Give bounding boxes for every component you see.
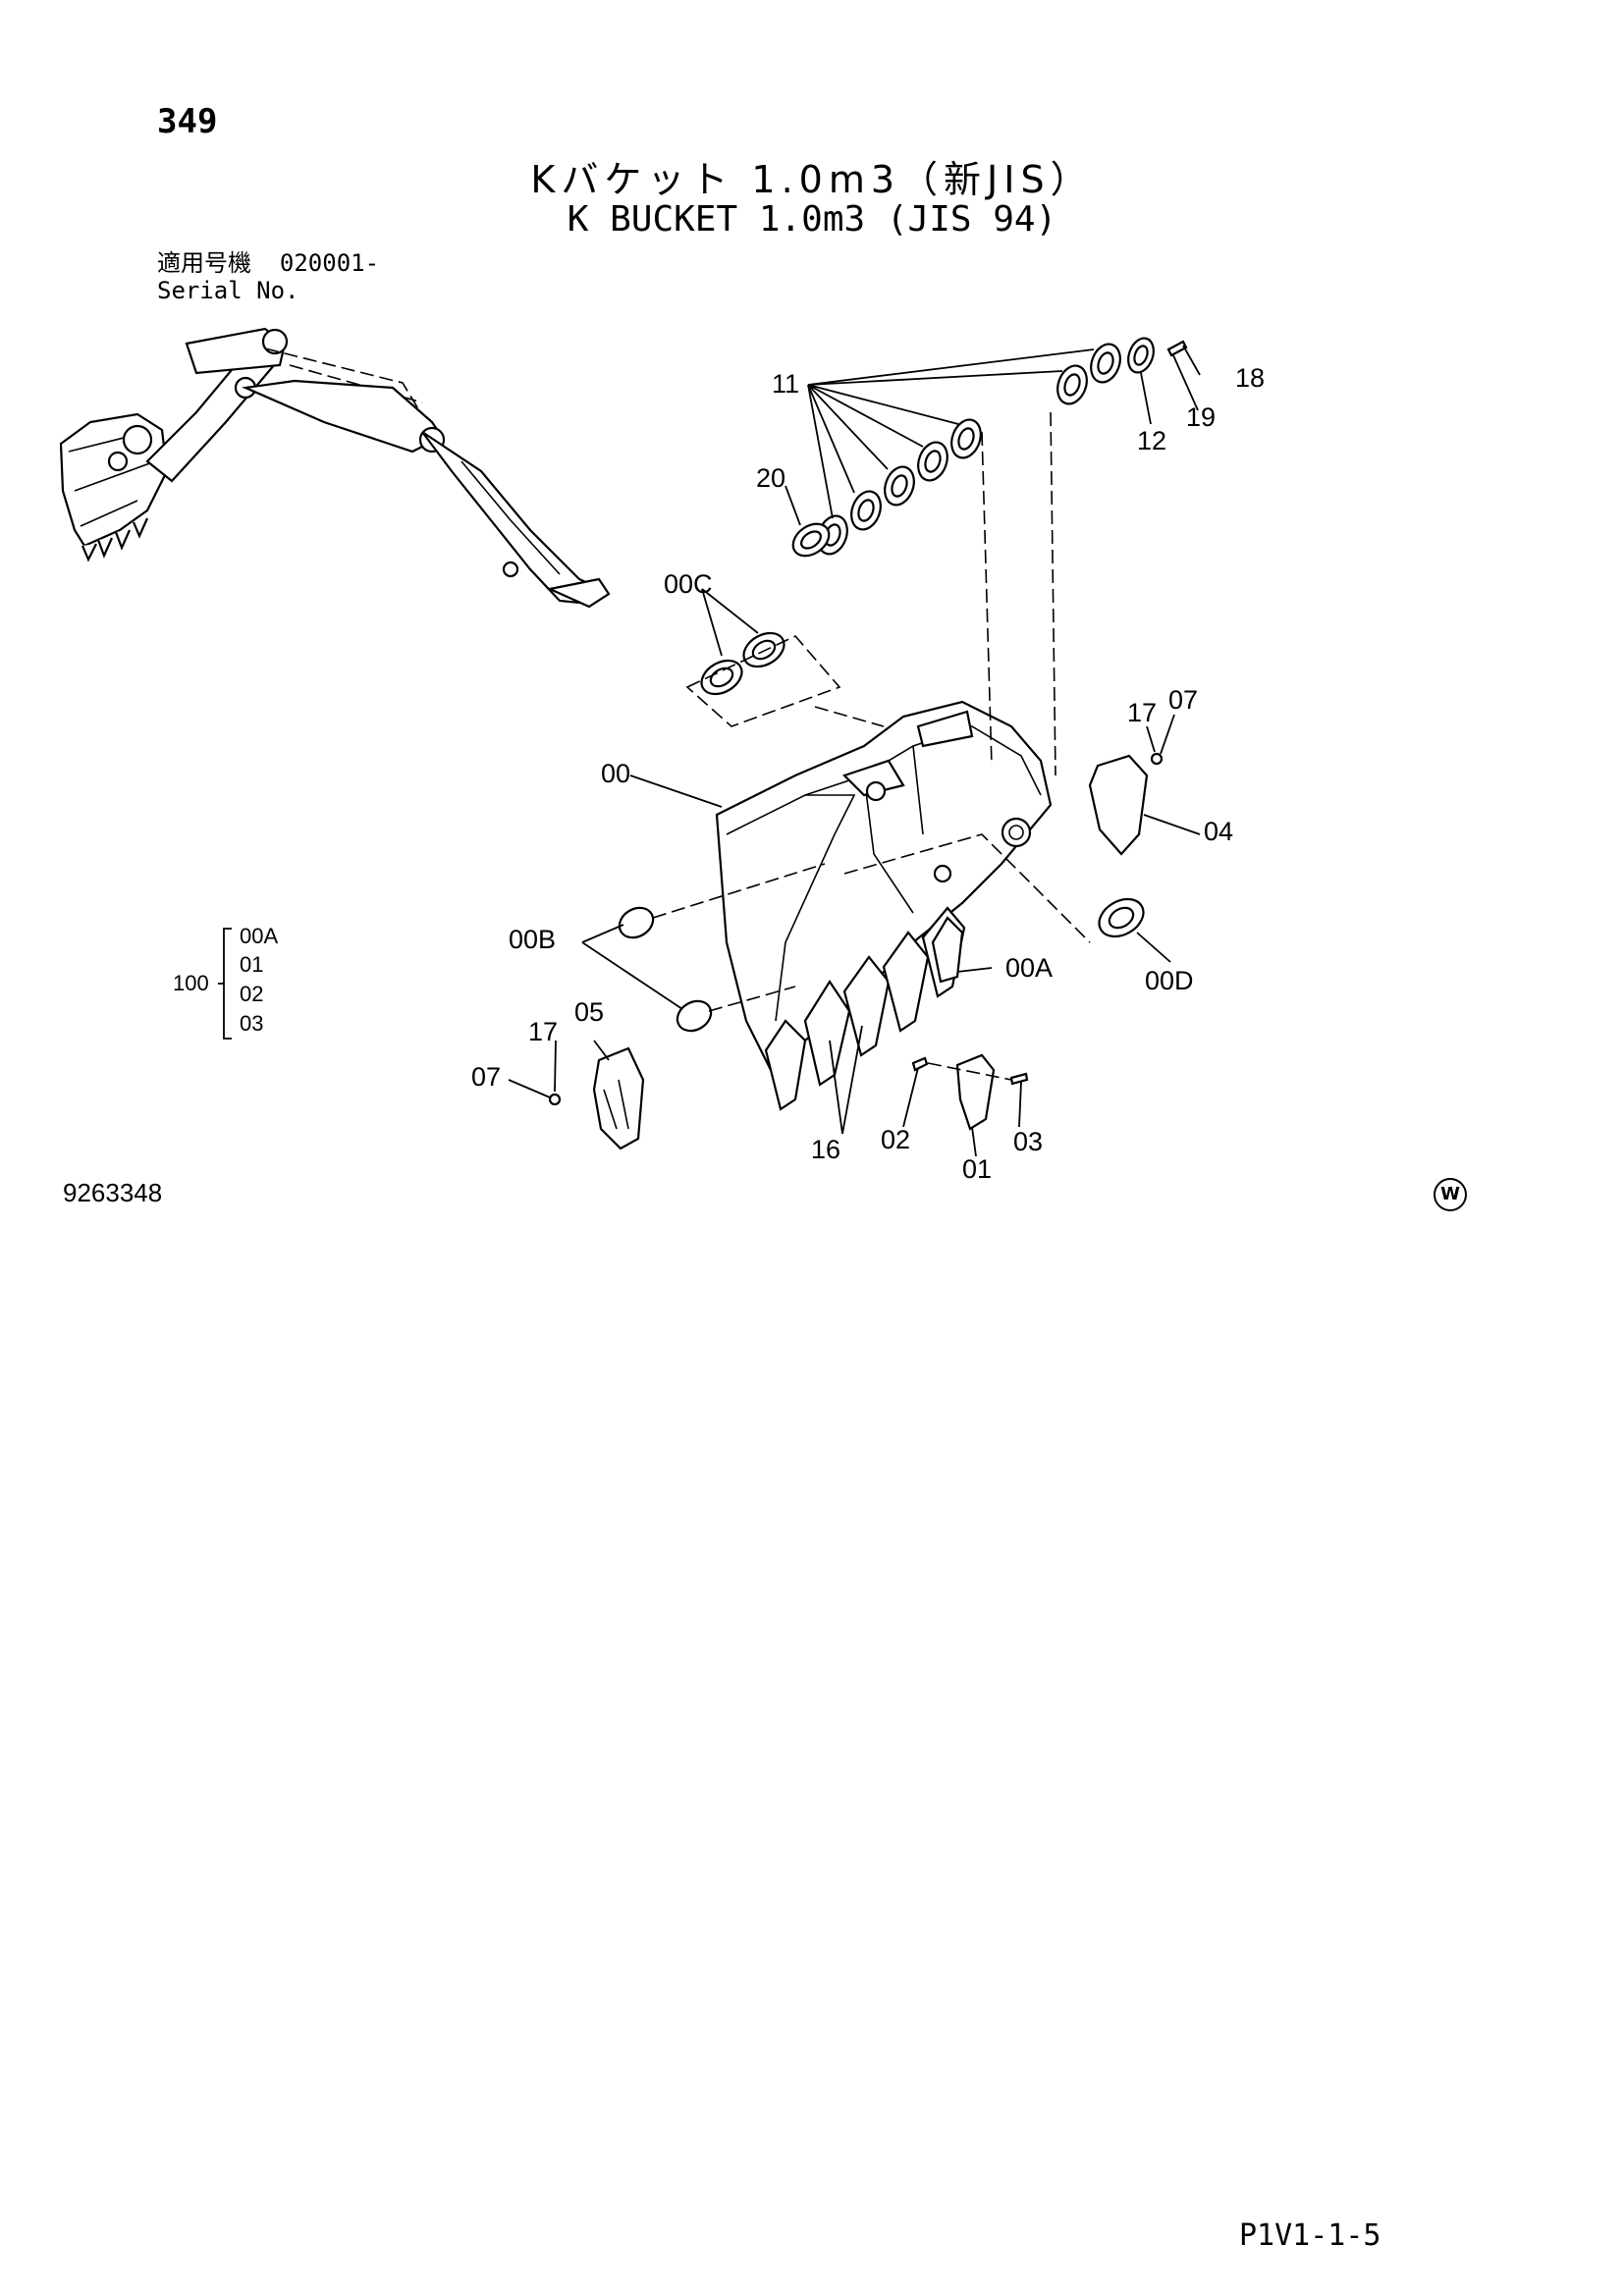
label-20: 20	[756, 463, 785, 493]
label-05: 05	[574, 997, 604, 1027]
side-cutter-04	[1088, 754, 1149, 856]
bushing-00b-1	[618, 906, 655, 939]
machine-overview-drawing	[59, 327, 611, 609]
serial-value: 020001-	[279, 249, 380, 277]
tooth-01	[955, 1053, 996, 1131]
bucket-00-drawing	[715, 411, 1091, 1111]
assembly-item: 00A	[240, 924, 278, 948]
serial-label-en: Serial No.	[157, 277, 299, 304]
label-12: 12	[1137, 426, 1166, 455]
label-02: 02	[881, 1125, 910, 1154]
serial-info: 適用号機 020001- Serial No.	[157, 249, 379, 304]
nut-07	[1150, 752, 1164, 766]
label-00: 00	[601, 759, 630, 788]
page-number: 349	[157, 102, 218, 141]
assembly-item: 03	[240, 1011, 263, 1036]
lock-03	[1009, 1072, 1029, 1086]
label-16: 16	[811, 1135, 840, 1164]
bolt-19	[1166, 340, 1188, 357]
label-03: 03	[1013, 1127, 1043, 1156]
label-01: 01	[962, 1154, 992, 1184]
serial-label-jp: 適用号機	[157, 249, 251, 277]
label-00B: 00B	[509, 925, 556, 954]
page-code: P1V1-1-5	[1239, 2218, 1381, 2253]
label-00C: 00C	[664, 569, 713, 599]
assembly-item: 01	[240, 952, 263, 977]
label-04: 04	[1204, 817, 1233, 846]
assembly-item: 02	[240, 982, 263, 1006]
page-title-jp: Kバケット 1.0m3（新JIS）	[530, 158, 1094, 201]
page-title-en: K BUCKET 1.0m3 (JIS 94)	[567, 199, 1057, 240]
assembly-100-group: 100 00A 01 02 03	[173, 924, 278, 1040]
label-07-left: 07	[471, 1062, 501, 1092]
label-00D: 00D	[1145, 966, 1194, 995]
label-17-right: 17	[1127, 698, 1157, 727]
leader-lines	[508, 345, 1201, 1157]
label-18: 18	[1235, 363, 1265, 393]
label-07-right: 07	[1168, 685, 1198, 715]
drawing-number: 9263348	[63, 1178, 163, 1207]
w-mark: W	[1434, 1178, 1467, 1211]
collar-set-11	[817, 343, 1121, 556]
label-19: 19	[1186, 402, 1216, 432]
assembly-label: 100	[173, 971, 209, 995]
side-cutter-05	[592, 1046, 645, 1150]
label-11: 11	[772, 369, 799, 399]
label-17-left: 17	[528, 1017, 558, 1046]
pin-02	[911, 1056, 929, 1072]
label-00A: 00A	[1005, 953, 1053, 983]
bushing-00b-2	[676, 999, 713, 1033]
